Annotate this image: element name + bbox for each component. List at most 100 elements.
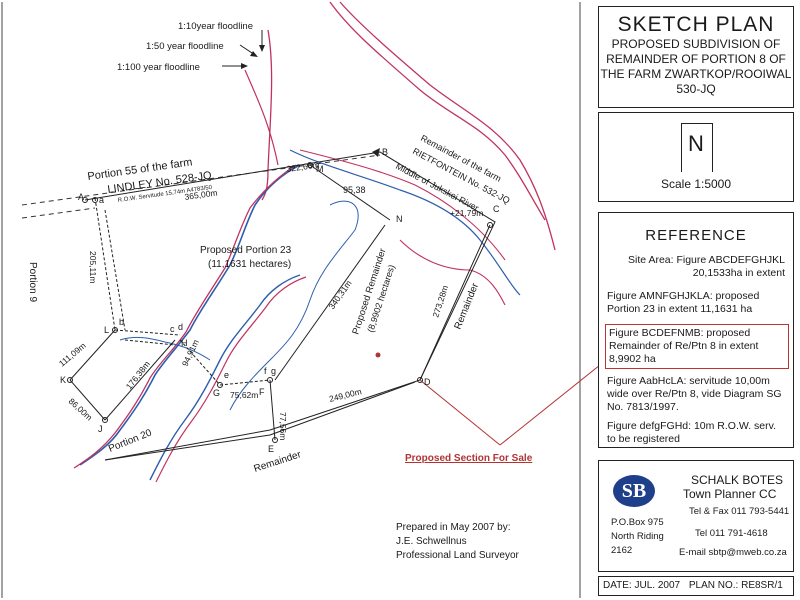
boundary-d-c bbox=[419, 224, 491, 381]
boundary-f-e bbox=[269, 379, 276, 441]
point-C: C bbox=[493, 204, 500, 214]
north-scale-block: N Scale 1:5000 bbox=[598, 112, 794, 202]
dim-2179: +21,79m bbox=[450, 208, 483, 218]
address-line-2: North Riding bbox=[611, 531, 664, 542]
remainder-bottom-label: Remainder bbox=[253, 449, 304, 475]
reference-block: REFERENCE Site Area: Figure ABCDEFGHJKL … bbox=[598, 212, 794, 448]
servitude-bc bbox=[124, 339, 176, 346]
floodline-100yr-label: 1:100 year floodline bbox=[117, 62, 200, 73]
boundary-bottom bbox=[104, 434, 271, 461]
point-B: B bbox=[382, 147, 388, 157]
sale-pointer-to-ref bbox=[499, 364, 601, 446]
stream-east bbox=[399, 239, 506, 306]
point-G: G bbox=[213, 388, 220, 398]
boundary-west bbox=[94, 197, 116, 331]
jukskei-river-centre bbox=[289, 149, 521, 296]
river-bank-east-outer2 bbox=[339, 1, 556, 251]
footer-block: DATE: JUL. 2007 PLAN NO.: RE8SR/1 bbox=[598, 576, 794, 596]
point-M: M bbox=[316, 164, 324, 174]
address-line-3: 2162 bbox=[611, 545, 633, 556]
ref-portion23: Figure AMNFGHJKLA: proposed Portion 23 i… bbox=[607, 290, 760, 315]
dim-365: 365,00m bbox=[184, 187, 218, 202]
ref-remainder-highlighted: Figure BCDEFNMB: proposed Remainder of R… bbox=[605, 324, 789, 369]
subtitle-line-1: PROPOSED SUBDIVISION OF bbox=[611, 37, 781, 51]
point-H: H bbox=[181, 338, 188, 348]
portion9-label: Portion 9 bbox=[27, 262, 38, 302]
tel-fax: Tel & Fax 011 793-5441 bbox=[689, 506, 790, 517]
subtitle-line-2: REMAINDER OF PORTION 8 OF bbox=[606, 52, 786, 66]
floodline-50yr-label: 1:50 year floodline bbox=[146, 41, 224, 52]
servitude-west bbox=[104, 209, 126, 331]
boundary-jh bbox=[104, 339, 176, 421]
point-a-marker bbox=[92, 197, 98, 203]
company-name-2: Town Planner CC bbox=[683, 487, 777, 501]
ref-row: Figure defgFGHd: 10m R.O.W. serv. to be … bbox=[607, 420, 777, 445]
title-block: SKETCH PLAN PROPOSED SUBDIVISION OF REMA… bbox=[598, 6, 794, 108]
tel: Tel 011 791-4618 bbox=[695, 528, 768, 539]
dim-340: 340,31m bbox=[326, 278, 353, 311]
row-servitude-bottom bbox=[21, 207, 96, 219]
scale-label: Scale 1:5000 bbox=[660, 177, 732, 191]
portion20-label: Portion 20 bbox=[107, 427, 154, 454]
dim-77: 77,56m bbox=[278, 412, 288, 440]
point-E-marker bbox=[272, 437, 278, 443]
point-L-marker bbox=[112, 327, 118, 333]
tributary2-pink bbox=[155, 276, 307, 483]
river-bank-east-outer bbox=[329, 1, 546, 221]
dim-205: 205,11m bbox=[88, 251, 98, 283]
dim-75: 75,62m bbox=[230, 390, 258, 400]
boundary-lk bbox=[69, 329, 116, 381]
dim-86: 86,00m bbox=[67, 396, 95, 422]
prepared-line-2: J.E. Schwellnus bbox=[396, 536, 467, 547]
point-F-marker bbox=[267, 377, 273, 383]
date-label: DATE: JUL. 2007 bbox=[603, 580, 681, 591]
row-servitude-top bbox=[21, 154, 381, 206]
arrow-50yr bbox=[250, 51, 258, 57]
point-A: A bbox=[78, 192, 84, 202]
floodline-10yr-label: 1:10year floodline bbox=[178, 21, 253, 32]
plan-title: SKETCH PLAN bbox=[617, 13, 775, 36]
stream-small bbox=[119, 336, 211, 361]
point-F: F bbox=[259, 387, 265, 397]
prepared-line-3: Professional Land Surveyor bbox=[396, 550, 520, 561]
point-e: e bbox=[224, 370, 229, 380]
point-N: N bbox=[396, 214, 403, 224]
company-name-1: SCHALK BOTES bbox=[691, 473, 784, 487]
subtitle-line-3: THE FARM ZWARTKOP/ROOIWAL bbox=[600, 67, 792, 81]
plan-no-label: PLAN NO.: RE8SR/1 bbox=[688, 580, 783, 591]
point-D-marker bbox=[417, 377, 423, 383]
boundary-f-n bbox=[274, 224, 386, 381]
point-b: b bbox=[119, 317, 124, 327]
address-line-1: P.O.Box 975 bbox=[611, 517, 664, 528]
for-sale-label: Proposed Section For Sale bbox=[405, 453, 533, 464]
arrow-100yr bbox=[241, 63, 248, 69]
prepared-line-1: Prepared in May 2007 by: bbox=[396, 522, 511, 533]
point-A-marker bbox=[82, 197, 88, 203]
remainder-marker bbox=[375, 352, 381, 358]
email: E-mail sbtp@mweb.co.za bbox=[679, 547, 787, 558]
sale-pointer bbox=[419, 379, 501, 446]
point-L: L bbox=[104, 325, 109, 335]
river-bank-west bbox=[261, 29, 273, 201]
ref-site-area: Site Area: Figure ABCDEFGHJKL 20,1533ha … bbox=[628, 254, 785, 279]
point-c: c bbox=[170, 324, 175, 334]
point-K: K bbox=[60, 375, 66, 385]
sb-logo: SB bbox=[613, 475, 655, 507]
ref-servitude: Figure AabHcLA: servitude 10,00m wide ov… bbox=[607, 375, 782, 413]
boundary-kj bbox=[69, 379, 106, 421]
prop-portion23-label-2: (11,1631 hectares) bbox=[208, 259, 291, 270]
point-d: d bbox=[178, 322, 183, 332]
point-G-marker bbox=[217, 382, 223, 388]
servitude-lc bbox=[114, 329, 181, 336]
point-J: J bbox=[98, 424, 103, 434]
point-J-marker bbox=[102, 417, 108, 423]
dim-111: 111,09m bbox=[57, 340, 88, 368]
point-D: D bbox=[424, 377, 431, 387]
dim-273: 273,28m bbox=[430, 284, 450, 319]
point-a: a bbox=[99, 195, 104, 205]
dim-176: 176,38m bbox=[124, 359, 152, 391]
point-K-marker bbox=[67, 377, 73, 383]
boundary-m-n bbox=[309, 164, 391, 221]
row-g-f bbox=[219, 379, 271, 386]
